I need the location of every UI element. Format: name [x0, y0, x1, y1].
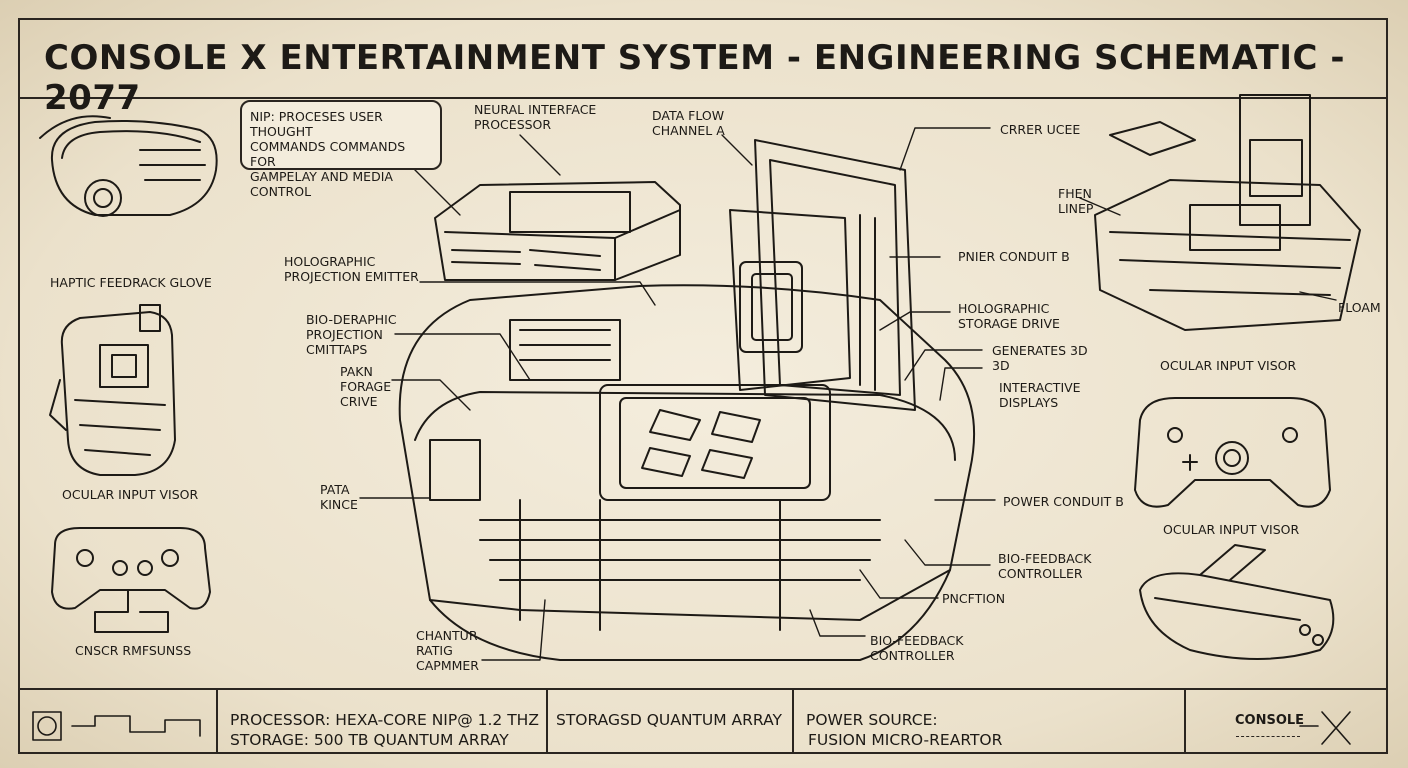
logo-underline	[1236, 736, 1300, 742]
ocular-visor-label-right-1: OCULAR INPUT VISOR	[1160, 358, 1297, 373]
console-logo-text: CONSOLE	[1235, 713, 1305, 728]
schematic-title: CONSOLE X ENTERTAINMENT SYSTEM - ENGINEE…	[44, 38, 1345, 118]
exploded-module-drawing	[1095, 95, 1360, 330]
title-divider	[20, 97, 1386, 99]
visor-drawing-right	[1140, 545, 1333, 659]
gamepad-drawing-left	[52, 528, 210, 632]
pakn-forage-label: PAKN FORAGE CRIVE	[340, 364, 392, 409]
power-source-label: POWER SOURCE:	[806, 711, 938, 729]
nip-callout-text: NIP: PROCESES USER THOUGHT COMMANDS COMM…	[250, 109, 406, 199]
haptic-glove-label: HAPTIC FEEDRACK GLOVE	[50, 275, 212, 290]
pata-kince-label: PATA KINCE	[320, 482, 358, 512]
bio-feedback-label-2: BIO-FEEDBACK CONTROLLER	[870, 633, 964, 663]
holographic-storage-label: HOLOGRAPHIC STORAGE DRIVE	[958, 301, 1060, 331]
power-source-value: FUSION MICRO-REARTOR	[808, 731, 1003, 749]
holographic-storage-drawing	[730, 140, 915, 410]
callout-leaders	[360, 128, 1336, 660]
fhen-linep-label: FHEN LINEP	[1058, 186, 1094, 216]
power-conduit-label: POWER CONDUIT B	[1003, 494, 1124, 509]
sheet-border	[18, 18, 1388, 754]
spec-footer	[20, 688, 1386, 754]
footer-logo-art	[33, 712, 1350, 744]
storage-spec: STORAGE: 500 TB QUANTUM ARRAY	[230, 731, 509, 749]
footer-cell-storage	[546, 690, 796, 754]
neural-processor-drawing	[435, 182, 680, 280]
crrer-ucee-label: CRRER UCEE	[1000, 122, 1081, 137]
neural-interface-label: NEURAL INTERFACE PROCESSOR	[474, 102, 597, 132]
footer-cell-processor	[216, 690, 550, 754]
pncftion-label: PNCFTION	[942, 591, 1006, 606]
gamepad-drawing-right	[1135, 398, 1330, 507]
bio-deraphic-label: BIO-DERAPHIC PROJECTION CMITTAPS	[306, 312, 397, 357]
chantur-label: CHANTUR RATIG CAPMMER	[416, 628, 479, 673]
vr-headset-drawing	[40, 116, 217, 216]
footer-cell-logo	[1184, 690, 1386, 754]
storagsd-spec: STORAGSD QUANTUM ARRAY	[556, 711, 782, 729]
bio-feedback-label-1: BIO-FEEDBACK CONTROLLER	[998, 551, 1092, 581]
ocular-visor-label-left: OCULAR INPUT VISOR	[62, 487, 199, 502]
controller-label-left: CNSCR RMFSUNSS	[75, 643, 192, 658]
floam-label: FLOAM	[1338, 300, 1381, 315]
data-flow-label: DATA FLOW CHANNEL A	[652, 108, 725, 138]
ocular-visor-label-right-2: OCULAR INPUT VISOR	[1163, 522, 1300, 537]
holographic-emitter-label: HOLOGRAPHIC PROJECTION EMITTER	[284, 254, 419, 284]
nip-callout-box: NIP: PROCESES USER THOUGHT COMMANDS COMM…	[240, 100, 442, 199]
interactive-displays-label: INTERACTIVE DISPLAYS	[999, 380, 1081, 410]
pnier-conduit-label: PNIER CONDUIT B	[958, 249, 1070, 264]
console-body-drawing	[400, 285, 974, 660]
haptic-glove-drawing	[50, 305, 175, 475]
generates-3d-label: GENERATES 3D 3D	[992, 343, 1088, 373]
processor-spec: PROCESSOR: HEXA-CORE NIP@ 1.2 THz	[230, 711, 539, 729]
footer-cell-power	[792, 690, 1188, 754]
